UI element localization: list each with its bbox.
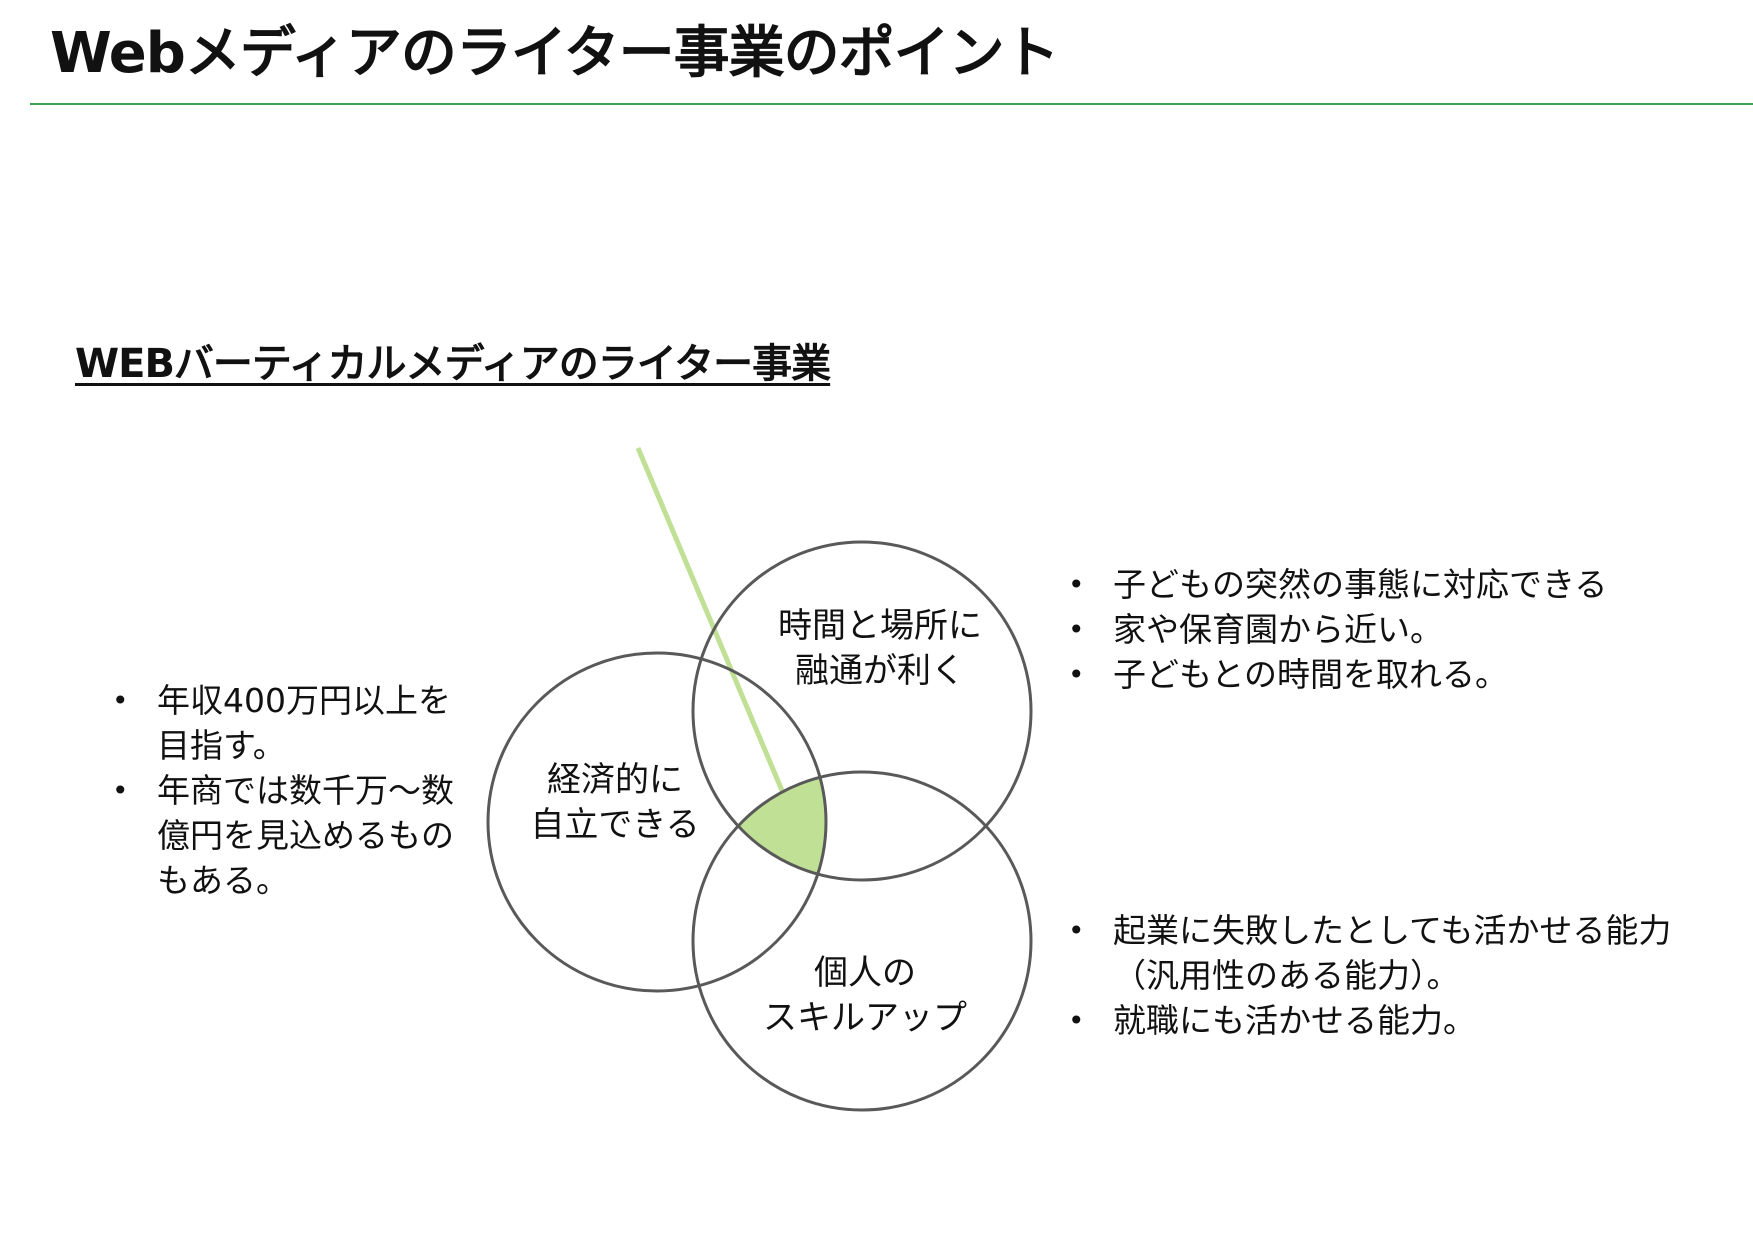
venn-label-line: 融通が利く [795, 651, 965, 691]
venn-label-line: 経済的に [547, 760, 683, 800]
venn-circle-time-place [691, 540, 1033, 882]
venn-circle-skill [691, 770, 1033, 1112]
venn-circle-economic [486, 651, 828, 993]
venn-label-line: 自立できる [530, 805, 700, 845]
pointer-line [635, 447, 786, 794]
venn-label-line: 時間と場所に [778, 606, 982, 646]
bullet-item: 就職にも活かせる能力。 [1068, 998, 1688, 1043]
bullet-item: 年商では数千万～数億円を見込めるものもある。 [112, 768, 472, 903]
bullet-list-left: 年収400万円以上を目指す。 年商では数千万～数億円を見込めるものもある。 [112, 678, 472, 903]
bullet-item: 年収400万円以上を目指す。 [112, 678, 472, 768]
section-subtitle: WEBバーティカルメディアのライター事業 [75, 341, 831, 387]
venn-label-line: 個人の [814, 953, 916, 993]
page-title: Webメディアのライター事業のポイント [50, 21, 1060, 86]
bullet-item: 子どもの突然の事態に対応できる [1068, 562, 1688, 607]
venn-label-economic: 経済的に 自立できる [520, 758, 710, 848]
venn-intersection-highlight [693, 772, 826, 880]
bullet-list-bottom-right: 起業に失敗したとしても活かせる能力（汎用性のある能力）。 就職にも活かせる能力。 [1068, 908, 1688, 1043]
bullet-item: 起業に失敗したとしても活かせる能力（汎用性のある能力）。 [1068, 908, 1688, 998]
venn-label-line: スキルアップ [763, 998, 967, 1038]
venn-label-skill: 個人の スキルアップ [755, 951, 975, 1041]
bullet-item: 子どもとの時間を取れる。 [1068, 652, 1688, 697]
title-divider [30, 103, 1753, 105]
bullet-item: 家や保育園から近い。 [1068, 607, 1688, 652]
venn-label-time-place: 時間と場所に 融通が利く [770, 604, 990, 694]
bullet-list-top-right: 子どもの突然の事態に対応できる 家や保育園から近い。 子どもとの時間を取れる。 [1068, 562, 1688, 697]
